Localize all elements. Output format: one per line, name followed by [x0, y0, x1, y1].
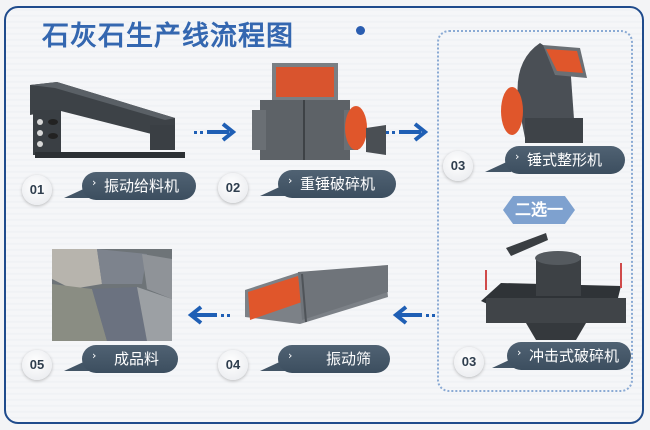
vibrating-feeder-image — [30, 82, 185, 158]
step-label-01: ›振动给料机 01 — [22, 172, 197, 205]
impact-crusher-image — [481, 233, 626, 340]
step-label-02: ›重锤破碎机 02 — [218, 170, 398, 203]
choose-one-badge: 二选一 — [503, 196, 575, 224]
arrow-left-icon — [187, 305, 230, 325]
heavy-hammer-crusher-image — [252, 63, 386, 160]
alternative-group-box — [437, 30, 633, 392]
page-title: 石灰石生产线流程图 — [42, 21, 294, 52]
finished-stone-image — [52, 249, 172, 341]
step-label-03b: ›冲击式破碎机 03 — [454, 342, 634, 377]
arrow-right-icon — [194, 122, 237, 142]
step-label-05: ›成品料 05 — [22, 345, 182, 380]
bullet-dot — [356, 26, 365, 35]
vibrating-screen-image — [245, 265, 388, 324]
hammer-shaper-image — [501, 43, 587, 143]
step-label-04: ›振动筛 04 — [218, 345, 393, 380]
arrow-right-icon — [386, 122, 429, 142]
step-label-03a: ›锤式整形机 03 — [443, 146, 628, 181]
arrow-left-icon — [392, 305, 435, 325]
